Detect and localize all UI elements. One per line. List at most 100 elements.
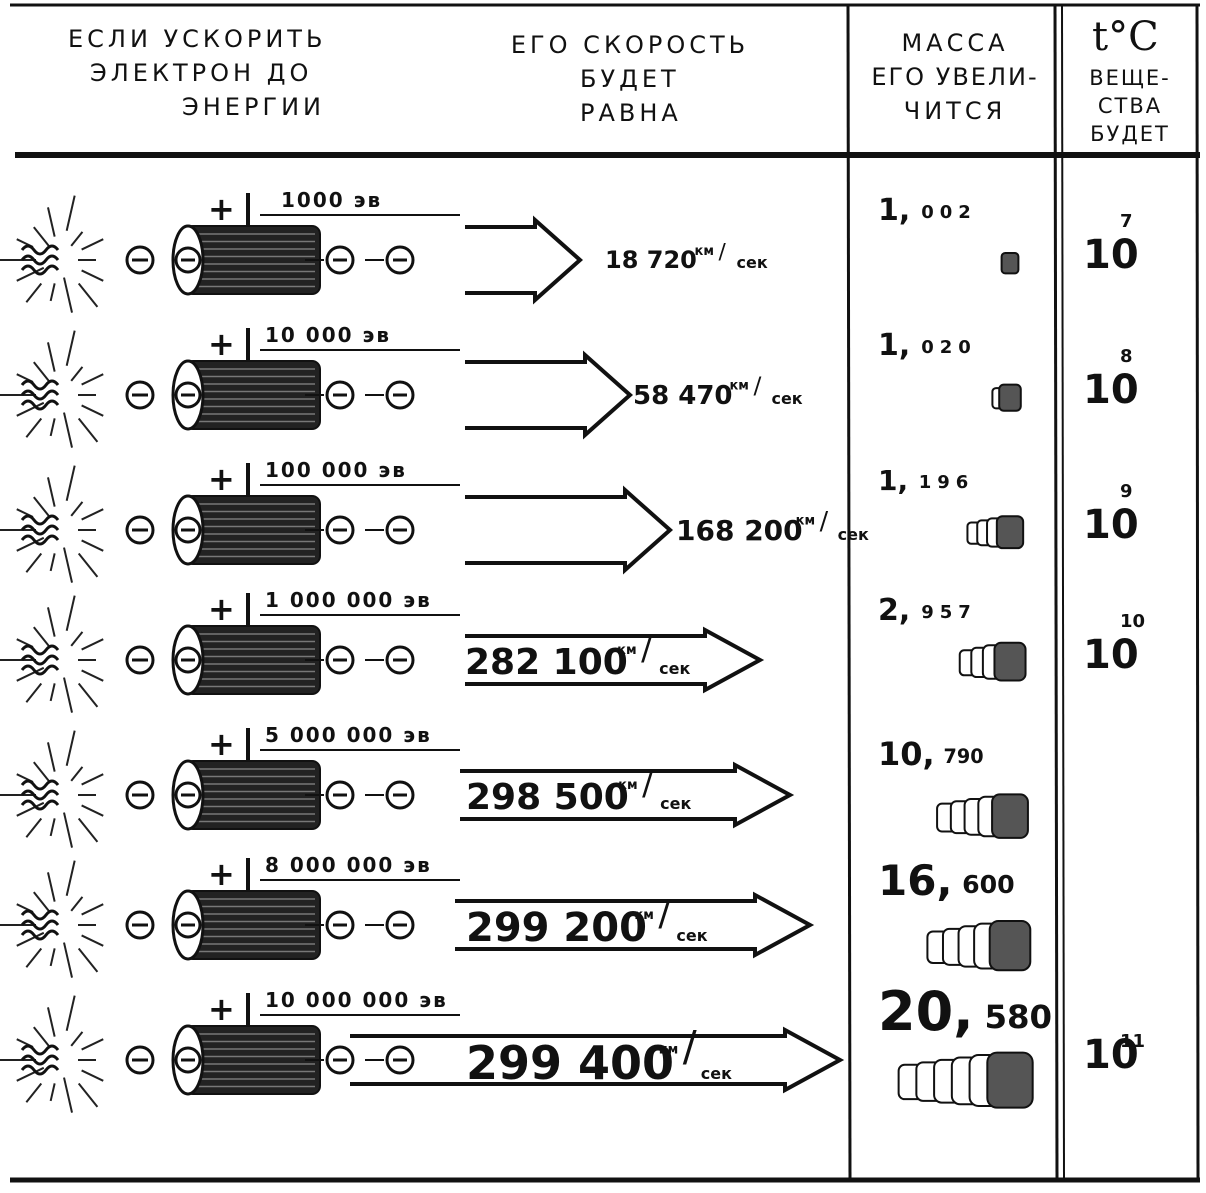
plus-sign: + (208, 590, 235, 628)
speed-unit-den: сек (659, 659, 690, 678)
energy-label: 1000 эв (281, 188, 382, 212)
header-speed-line2: БУДЕТ (580, 65, 680, 93)
speed-value: 18 720 (605, 246, 697, 274)
temp-exponent: 8 (1120, 346, 1133, 367)
weight-icon (991, 383, 1022, 412)
mass-value-frac: 580 (984, 998, 1052, 1036)
speed-value: 298 500 (466, 777, 629, 818)
accelerator-cylinder-icon (171, 1024, 321, 1096)
weight-icon (897, 1051, 1034, 1109)
speed-unit-slash: / (820, 506, 829, 535)
plus-sign: + (208, 325, 235, 363)
mass-value-int: 20, (878, 980, 974, 1043)
speed-unit-slash: / (683, 1023, 697, 1071)
mass-value-int: 2, (878, 593, 910, 628)
header-mass-line3: ЧИТСЯ (903, 97, 1007, 125)
mass-value-frac: 020 (921, 337, 977, 358)
speed-unit-num: км (695, 244, 714, 259)
plus-sign: + (208, 460, 235, 498)
speed-value: 299 200 (466, 905, 647, 951)
speed-value: 282 100 (465, 642, 628, 683)
speed-unit-den: сек (701, 1064, 732, 1083)
temp-base: 10 (1083, 632, 1139, 678)
temp-exponent: 7 (1120, 211, 1133, 232)
temp-exponent: 11 (1120, 1031, 1145, 1052)
filament-sparks (0, 730, 104, 848)
velocity-arrow-icon (350, 1026, 845, 1094)
speed-unit-slash: / (753, 372, 761, 400)
velocity-arrow-icon (465, 215, 584, 305)
temp-base: 10 (1083, 232, 1139, 278)
filament-coil (20, 909, 60, 941)
plus-sign: + (208, 190, 235, 228)
temp-base: 10 (1083, 367, 1139, 413)
temp-exponent: 10 (1120, 611, 1145, 632)
mass-value-int: 10, (878, 735, 935, 773)
energy-label: 5 000 000 эв (265, 723, 432, 747)
weight-icon (1000, 252, 1020, 275)
header-speed-line1: ЕГО СКОРОСТЬ (510, 31, 750, 59)
speed-value: 58 470 (633, 381, 733, 411)
speed-value: 299 400 (466, 1036, 674, 1090)
mass-value-int: 1, (878, 193, 910, 228)
filament-sparks (0, 860, 104, 978)
speed-unit-slash: / (719, 239, 727, 264)
weight-icon (958, 641, 1027, 682)
speed-unit-num: км (659, 1043, 678, 1058)
speed-unit-den: сек (660, 794, 691, 813)
mass-value-int: 16, (878, 856, 952, 905)
speed-unit-num: км (796, 514, 815, 529)
velocity-arrow-icon (455, 891, 815, 959)
header-temp: ВЕЩЕ- СТВА БУДЕТ (1063, 64, 1197, 148)
accelerator-cylinder-icon (171, 494, 321, 566)
weight-icon (966, 515, 1025, 550)
accelerator-cylinder-icon (171, 759, 321, 831)
filament-coil (20, 379, 60, 411)
header-mass-line1: МАССА (901, 29, 1009, 57)
plus-sign: + (208, 725, 235, 763)
filament-sparks (0, 195, 104, 313)
speed-unit-num: км (729, 379, 748, 394)
header-speed: ЕГО СКОРОСТЬ БУДЕТ РАВНА (480, 28, 780, 130)
header-energy-line3: ЭНЕРГИИ (182, 93, 325, 121)
header-temp-line2: СТВА (1097, 94, 1163, 118)
accelerator-cylinder-icon (171, 889, 321, 961)
velocity-arrow-icon (465, 485, 674, 575)
velocity-arrow-icon (465, 350, 634, 440)
filament-coil (20, 1044, 60, 1076)
filament-sparks (0, 465, 104, 583)
mass-value-frac: 790 (944, 745, 984, 768)
energy-label: 10 000 000 эв (265, 988, 448, 1012)
header-temp-line3: БУДЕТ (1090, 122, 1170, 146)
speed-unit-slash: / (641, 630, 652, 668)
header-mass: МАССА ЕГО УВЕЛИ- ЧИТСЯ (855, 26, 1055, 128)
speed-unit-den: сек (676, 926, 707, 945)
filament-coil (20, 514, 60, 546)
accelerator-cylinder-icon (171, 224, 321, 296)
temp-base: 10 (1083, 502, 1139, 548)
filament-sparks (0, 330, 104, 448)
mass-value-int: 1, (878, 328, 910, 363)
speed-unit-num: км (618, 778, 637, 793)
speed-unit-num: км (617, 643, 636, 658)
filament-coil (20, 644, 60, 676)
speed-unit-num: км (634, 908, 653, 923)
header-speed-line3: РАВНА (580, 99, 682, 127)
velocity-arrow-icon (465, 626, 765, 694)
weight-icon (936, 793, 1029, 839)
energy-label: 100 000 эв (265, 458, 407, 482)
speed-unit-den: сек (838, 525, 869, 544)
weight-icon (926, 920, 1032, 972)
plus-sign: + (208, 990, 235, 1028)
energy-label: 10 000 эв (265, 323, 391, 347)
accelerator-cylinder-icon (171, 624, 321, 696)
speed-unit-slash: / (642, 765, 653, 803)
